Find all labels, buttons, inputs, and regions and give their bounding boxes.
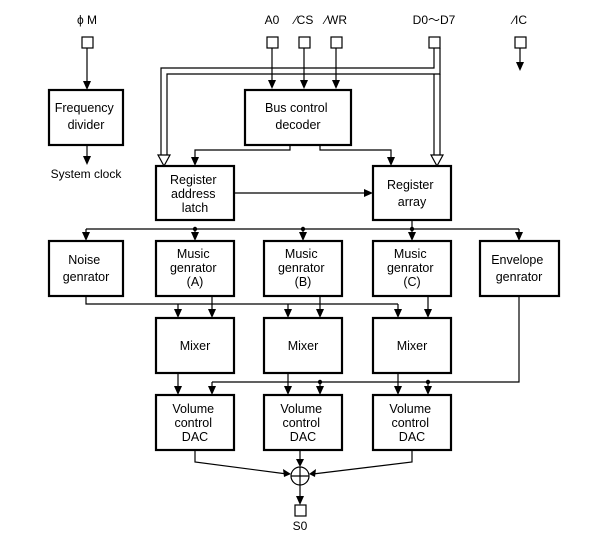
envelope-generator-block — [478, 239, 561, 298]
label-data-bus: D0〜D7 — [413, 13, 456, 27]
volume-dac-2-block — [262, 393, 344, 452]
bus-control-decoder-label: Bus control decoder — [265, 101, 331, 132]
mixer-2-label: Mixer — [288, 339, 319, 353]
pin-cs — [298, 36, 311, 49]
ic-connection — [516, 48, 524, 71]
music-generator-c-label: Music genrator (C) — [387, 247, 437, 289]
mixer-3-block — [371, 316, 453, 375]
music-generator-b-label: Music genrator (B) — [278, 247, 328, 289]
label-output: S0 — [293, 519, 308, 533]
mixer-2-block — [262, 316, 344, 375]
data-bus-connections — [156, 48, 445, 168]
music-generator-a-label: Music genrator (A) — [170, 247, 220, 289]
label-cs: ∕CS — [292, 13, 314, 27]
clock-connections — [83, 48, 91, 165]
volume-dac-3-block — [371, 393, 453, 452]
volume-dac-1-label: Volume control DAC — [172, 402, 217, 444]
mixer-3-label: Mixer — [397, 339, 428, 353]
music-generator-b-block — [262, 239, 344, 298]
register-bus-connections — [82, 220, 523, 241]
pin-phi-m — [81, 36, 94, 49]
label-a0: A0 — [265, 13, 280, 27]
volume-dac-2-label: Volume control DAC — [280, 402, 325, 444]
frequency-divider-block — [47, 88, 125, 147]
music-generator-a-block — [154, 239, 236, 298]
noise-generator-label: Noise genrator — [63, 253, 110, 284]
envelope-generator-label: Envelope genrator — [491, 253, 547, 284]
summing-junction — [194, 450, 413, 505]
bus-control-decoder-block — [243, 88, 353, 147]
label-ic: ∕IC — [510, 13, 527, 27]
decoder-output-connections — [191, 145, 395, 197]
label-phi-m: ϕ M — [77, 13, 97, 27]
register-address-latch-label: Register address latch — [170, 173, 220, 215]
mixer-to-dac-connections — [174, 296, 520, 395]
volume-dac-1-block — [154, 393, 236, 452]
pin-a0 — [266, 36, 279, 49]
music-generator-c-block — [371, 239, 453, 298]
noise-generator-block — [47, 239, 125, 298]
label-wr: ∕WR — [322, 13, 347, 27]
pin-ic — [514, 36, 527, 49]
volume-dac-3-label: Volume control DAC — [389, 402, 434, 444]
pin-s0 — [294, 504, 307, 517]
control-signal-connections — [268, 48, 340, 89]
register-array-label: Register array — [387, 178, 437, 209]
pin-d0-d7 — [428, 36, 441, 49]
frequency-divider-label: Frequency divider — [55, 101, 118, 132]
label-system-clock: System clock — [51, 167, 123, 181]
mixer-1-label: Mixer — [180, 339, 211, 353]
mixer-1-block — [154, 316, 236, 375]
generator-to-mixer-connections — [85, 296, 432, 318]
pin-wr — [330, 36, 343, 49]
register-array-block — [371, 164, 453, 222]
